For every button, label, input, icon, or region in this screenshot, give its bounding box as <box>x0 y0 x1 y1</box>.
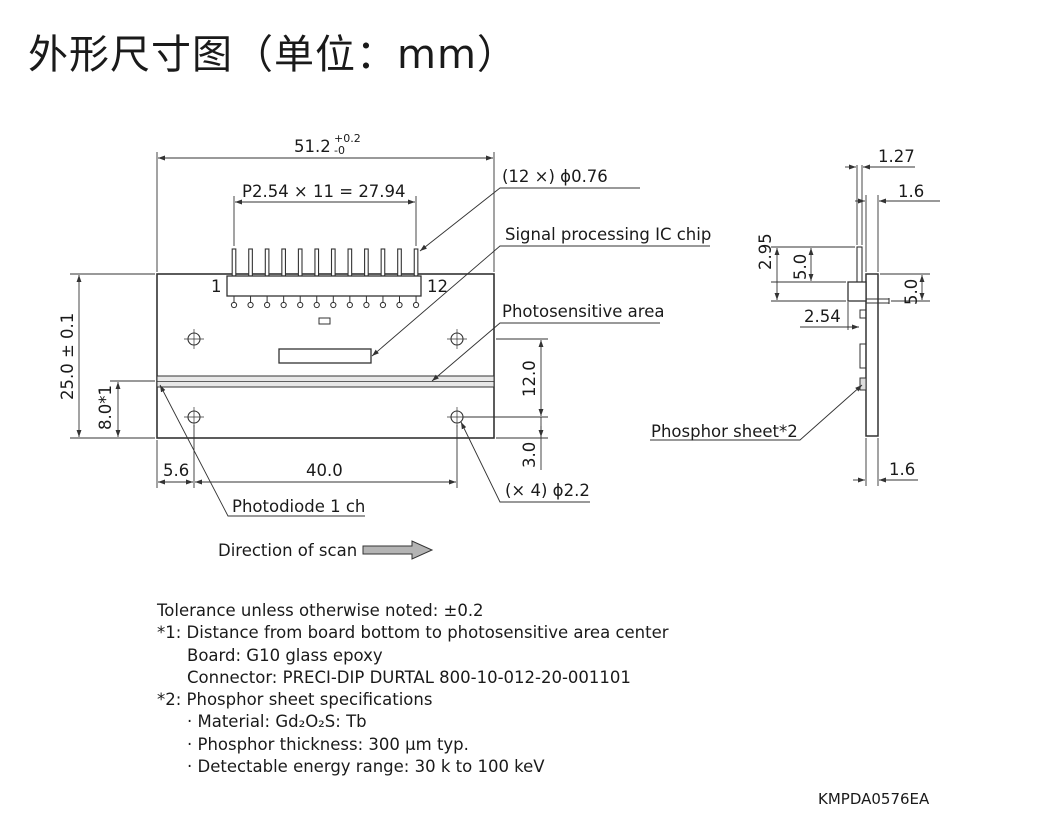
dim-3: 3.0 <box>520 442 539 468</box>
dim-height: 25.0 ± 0.1 <box>58 313 77 400</box>
solder-pad <box>379 301 387 309</box>
connector-pin <box>248 248 253 277</box>
drawing-code: KMPDA0576EA <box>818 790 930 808</box>
solder-pads <box>230 296 420 309</box>
front-dimensions <box>70 152 710 517</box>
note-energy: · Detectable energy range: 30 k to 100 k… <box>187 757 545 777</box>
connector-pin <box>397 248 402 277</box>
solder-pad <box>313 301 320 309</box>
connector-pin <box>347 248 353 277</box>
solder-pad <box>396 301 403 309</box>
connector-pin <box>281 248 287 277</box>
label-scan-direction: Direction of scan <box>218 541 357 560</box>
label-holes: (× 4) ϕ2.2 <box>505 481 590 500</box>
dim-side-1-6-top: 1.6 <box>898 182 924 201</box>
front-view <box>156 248 495 439</box>
solder-pad <box>330 301 337 309</box>
scan-arrow-icon <box>362 540 434 560</box>
dim-pitch: P2.54 × 11 = 27.94 <box>242 182 406 201</box>
solder-pad <box>247 301 254 309</box>
connector-pin <box>314 248 320 277</box>
solder-pad <box>412 301 420 309</box>
dim-overall-width: 51.2 <box>294 137 331 156</box>
connector-pin <box>364 248 369 277</box>
label-photosensitive-area: Photosensitive area <box>502 302 664 321</box>
label-ic-chip: Signal processing IC chip <box>505 225 711 244</box>
note-material: · Material: Gd₂O₂S: Tb <box>187 712 367 732</box>
connector-pin <box>413 248 419 277</box>
dim-side-1-6-bottom: 1.6 <box>889 460 915 479</box>
note-1: *1: Distance from board bottom to photos… <box>157 623 669 643</box>
dim-overall-width-tol-plus: +0.2 <box>334 132 361 145</box>
connector-pin <box>264 248 270 277</box>
connector-pin <box>330 248 336 277</box>
dim-overall-width-tol-minus: -0 <box>334 144 345 157</box>
side-dimensions <box>650 164 940 486</box>
label-photodiode: Photodiode 1 ch <box>232 497 365 516</box>
dim-side-5-right: 5.0 <box>902 279 921 305</box>
dim-side-2-95: 2.95 <box>756 233 775 270</box>
dim-5-6: 5.6 <box>163 461 189 480</box>
solder-pad <box>280 301 287 309</box>
dim-center-dist: 8.0*1 <box>96 385 115 430</box>
ic-chip <box>278 348 372 364</box>
side-view <box>847 246 890 437</box>
note-board: Board: G10 glass epoxy <box>187 645 383 665</box>
connector-pin <box>297 248 303 277</box>
dim-side-5-left: 5.0 <box>791 254 810 280</box>
side-board <box>865 273 879 437</box>
mounting-holes <box>184 329 467 427</box>
label-pins: (12 ×) ϕ0.76 <box>502 167 608 186</box>
connector-body <box>226 275 422 297</box>
small-component <box>318 317 331 325</box>
dim-side-2-54: 2.54 <box>804 307 841 326</box>
note-2: *2: Phosphor sheet specifications <box>157 690 433 710</box>
note-tolerance: Tolerance unless otherwise noted: ±0.2 <box>157 601 484 620</box>
connector-pin <box>380 248 386 277</box>
solder-pad <box>264 301 271 309</box>
dim-40: 40.0 <box>306 461 343 480</box>
dim-side-1-27: 1.27 <box>878 147 915 166</box>
connector-pin <box>231 248 237 277</box>
label-phosphor: Phosphor sheet*2 <box>651 422 798 441</box>
solder-pad <box>363 301 370 309</box>
label-pin-last: 12 <box>427 277 448 296</box>
solder-pad <box>297 301 304 309</box>
page-title: 外形尺寸图（单位：mm） <box>28 32 518 78</box>
connector-pins <box>231 248 419 277</box>
note-connector: Connector: PRECI-DIP DURTAL 800-10-012-2… <box>187 667 631 687</box>
note-thickness: · Phosphor thickness: 300 μm typ. <box>187 734 469 754</box>
dim-12: 12.0 <box>520 360 539 397</box>
solder-pad <box>230 301 238 309</box>
label-pin-first: 1 <box>211 277 222 296</box>
solder-pad <box>346 301 353 309</box>
board-outline <box>156 273 495 439</box>
notes: Tolerance unless otherwise noted: ±0.2 *… <box>157 600 669 778</box>
